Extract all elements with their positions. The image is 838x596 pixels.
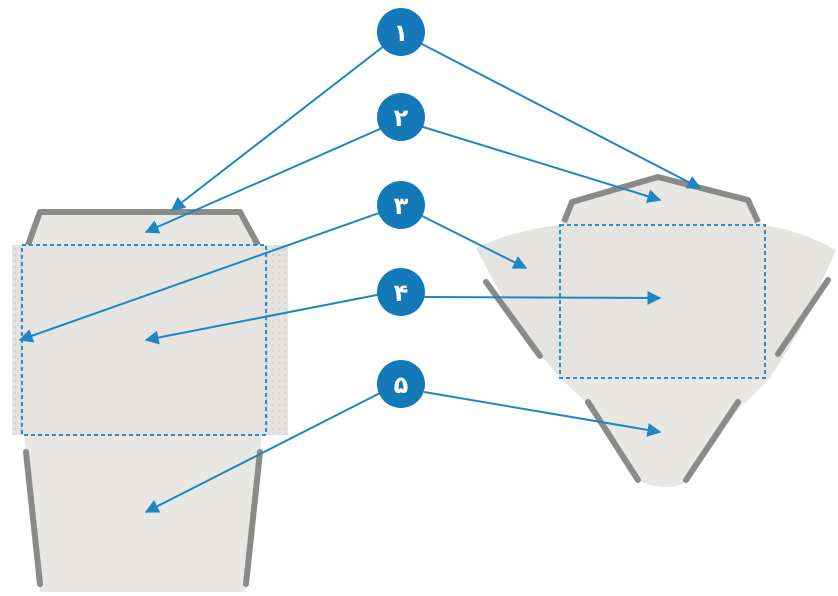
left-top-edge (25, 209, 261, 247)
arrow-1-left (170, 45, 385, 211)
left-envelope (12, 209, 288, 592)
arrow-3-left (18, 211, 383, 343)
callout-5: ۵ (377, 360, 425, 408)
right-right-edge (775, 277, 831, 357)
leader-arrows (18, 41, 702, 513)
arrow-5-left (144, 391, 383, 513)
callout-4: ۴ (377, 268, 425, 316)
right-fold-line (559, 224, 766, 379)
right-top-edge (561, 174, 761, 224)
callout-2-label: ۲ (394, 104, 409, 132)
right-bottom-right-edge (683, 399, 741, 483)
callout-1-label: ۱ (394, 19, 409, 47)
callout-4-label: ۴ (394, 279, 409, 307)
arrow-1-right (417, 41, 702, 189)
arrow-2-right (419, 125, 662, 203)
left-body-panel (22, 245, 266, 435)
callout-5-label: ۵ (394, 371, 409, 399)
callout-4-badge (377, 268, 425, 316)
arrow-2-left (144, 127, 383, 234)
left-bottom-left-edge (23, 449, 43, 587)
callout-1: ۱ (377, 8, 425, 56)
arrow-4-right (423, 290, 662, 305)
callout-5-badge (377, 360, 425, 408)
arrow-5-right (423, 391, 662, 437)
right-left-edge (483, 279, 543, 359)
callout-2: ۲ (377, 93, 425, 141)
callout-3: ۳ (377, 181, 425, 229)
callout-2-badge (377, 93, 425, 141)
callout-1-badge (377, 8, 425, 56)
right-bottom-left-edge (585, 399, 641, 483)
left-bottom-flap (24, 435, 262, 592)
callout-3-label: ۳ (394, 192, 409, 220)
right-envelope (476, 174, 836, 487)
right-side-flaps (476, 225, 836, 378)
arrow-4-left (144, 293, 383, 345)
arrow-3-right (421, 215, 528, 269)
right-top-flap (562, 175, 762, 225)
right-bottom-flap (560, 378, 770, 487)
left-top-flap (28, 212, 258, 245)
callout-3-badge (377, 181, 425, 229)
left-bottom-right-edge (243, 449, 263, 587)
